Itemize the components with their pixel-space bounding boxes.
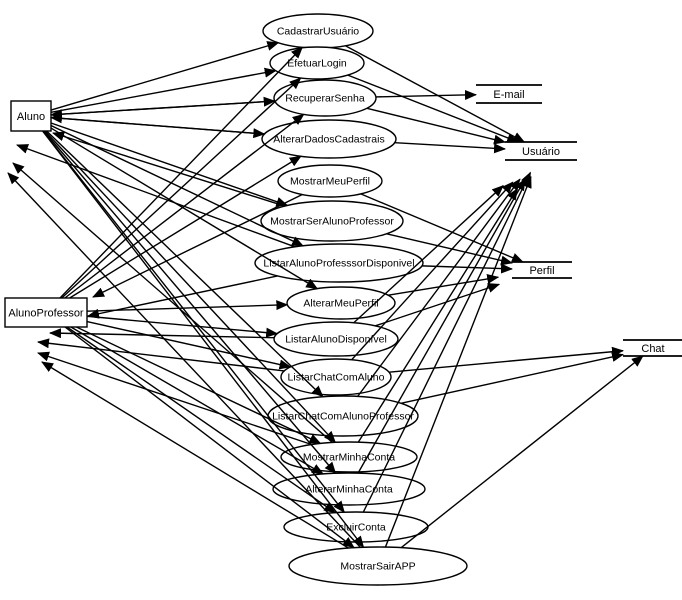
usecase-label-uc7: ListarAlunoProfesssorDisponivel	[263, 258, 414, 270]
actor-box-alunoprofessor	[4, 297, 88, 328]
association-uc15-to-usuario	[384, 175, 532, 548]
association-uc9-to-alunoprofessor	[49, 328, 275, 339]
usecase-label-uc6: MostrarSerAlunoProfessor	[270, 216, 394, 228]
association-uc3-to-email	[375, 89, 477, 100]
usecase-label-uc11: ListarChatComAlunoProfessor	[272, 411, 414, 423]
usecase-label-uc10: ListarChatComAluno	[288, 372, 385, 384]
association-uc9-to-usuario	[353, 185, 504, 324]
association-uc12-to-usuario	[357, 187, 518, 443]
association-alunoprofessor-to-uc14	[66, 326, 337, 514]
usecase-ellipse-uc6	[260, 200, 404, 242]
association-uc7-to-aluno	[16, 144, 296, 248]
usecase-ellipse-uc4	[261, 119, 397, 159]
association-aluno-to-uc13	[43, 130, 337, 475]
association-uc8-to-perfil	[388, 274, 500, 296]
association-alunoprofessor-to-uc2	[61, 77, 302, 299]
association-uc13-to-usuario	[357, 178, 526, 474]
association-aluno-to-uc6	[50, 122, 289, 207]
label-layer: CadastrarUsuárioEfetuarLoginRecuperarSen…	[8, 26, 664, 573]
entity-label-usuario: Usuário	[522, 146, 560, 158]
usecase-ellipse-uc7	[254, 243, 424, 283]
actor-box-aluno	[10, 100, 52, 132]
association-uc10-to-alunoprofessor	[37, 338, 285, 372]
association-uc6-to-aluno	[52, 131, 285, 207]
association-alunoprofessor-to-uc1	[59, 46, 303, 299]
entity-email	[476, 84, 542, 104]
usecase-label-uc5: MostrarMeuPerfil	[290, 176, 370, 188]
association-uc2-to-usuario	[347, 74, 520, 143]
association-uc3-to-usuario	[366, 107, 506, 145]
association-alunoprofessor-to-uc4	[69, 155, 302, 299]
usecase-label-uc13: AlterarMinhaConta	[305, 484, 393, 496]
association-uc12-to-aluno	[12, 162, 333, 443]
association-alunoprofessor-to-uc12	[76, 326, 322, 445]
usecase-label-uc14: ExcluirConta	[326, 522, 386, 534]
association-alunoprofessor-to-uc3	[64, 113, 305, 299]
association-uc10-to-usuario	[351, 181, 514, 361]
entity-label-perfil: Perfil	[529, 265, 554, 277]
association-uc15-to-chat	[400, 355, 644, 549]
association-aluno-to-uc15	[42, 130, 365, 549]
association-uc5-to-perfil	[360, 193, 524, 263]
association-alunoprofessor-to-uc10	[86, 320, 292, 370]
association-alunoprofessor-to-uc9	[86, 315, 279, 338]
association-aluno-to-uc2	[50, 67, 277, 113]
usecase-ellipse-uc13	[272, 472, 426, 506]
usecase-ellipse-uc9	[273, 321, 399, 357]
usecase-ellipse-uc10	[280, 358, 392, 396]
association-aluno-to-uc8	[50, 127, 319, 290]
actor-label-alunoprofessor: AlunoProfessor	[8, 308, 84, 320]
usecase-label-uc15: MostrarSairAPP	[340, 561, 415, 573]
association-uc15-to-alunoprofessor	[41, 361, 349, 549]
association-aluno-to-uc11	[46, 130, 324, 398]
entity-label-chat: Chat	[641, 343, 664, 355]
association-uc14-to-usuario	[362, 171, 532, 513]
association-uc6-to-perfil	[386, 233, 513, 266]
association-uc5-to-alunoprofessor	[92, 193, 303, 298]
usecase-label-uc9: ListarAlunoDisponível	[285, 334, 387, 346]
entity-label-email: E-mail	[493, 89, 524, 101]
association-uc11-to-usuario	[357, 178, 521, 397]
usecase-label-uc12: MostrarMinhaConta	[303, 452, 395, 464]
association-uc10-to-chat	[388, 346, 624, 373]
association-uc11-to-chat	[400, 352, 624, 404]
shape-layer	[4, 13, 682, 586]
association-uc9-to-perfil	[375, 283, 501, 327]
usecase-ellipse-uc15	[288, 546, 468, 586]
usecase-label-uc3: RecuperarSenha	[285, 93, 365, 105]
usecase-label-uc8: AlterarMeuPerfil	[303, 298, 378, 310]
association-uc3-to-aluno	[50, 100, 275, 120]
association-uc1-to-usuario	[345, 45, 526, 143]
association-uc4-to-usuario	[394, 142, 506, 154]
usecase-label-uc4: AlterarDadosCadastrais	[273, 134, 384, 146]
usecase-ellipse-uc5	[277, 164, 383, 198]
association-uc12-to-alunoprofessor	[37, 351, 312, 446]
association-uc15-to-aluno	[7, 172, 361, 548]
edge-layer	[7, 41, 644, 549]
actor-label-aluno: Aluno	[17, 111, 45, 123]
association-alunoprofessor-to-uc8	[86, 300, 289, 312]
usecase-label-uc1: CadastrarUsuário	[277, 26, 359, 38]
association-alunoprofessor-to-uc15	[64, 326, 355, 549]
association-uc7-to-alunoprofessor	[87, 275, 278, 319]
association-aluno-to-uc1	[50, 41, 280, 111]
association-uc4-to-aluno	[50, 113, 265, 135]
association-aluno-to-uc12	[44, 130, 336, 444]
usecase-label-uc2: EfetuarLogin	[287, 58, 347, 70]
